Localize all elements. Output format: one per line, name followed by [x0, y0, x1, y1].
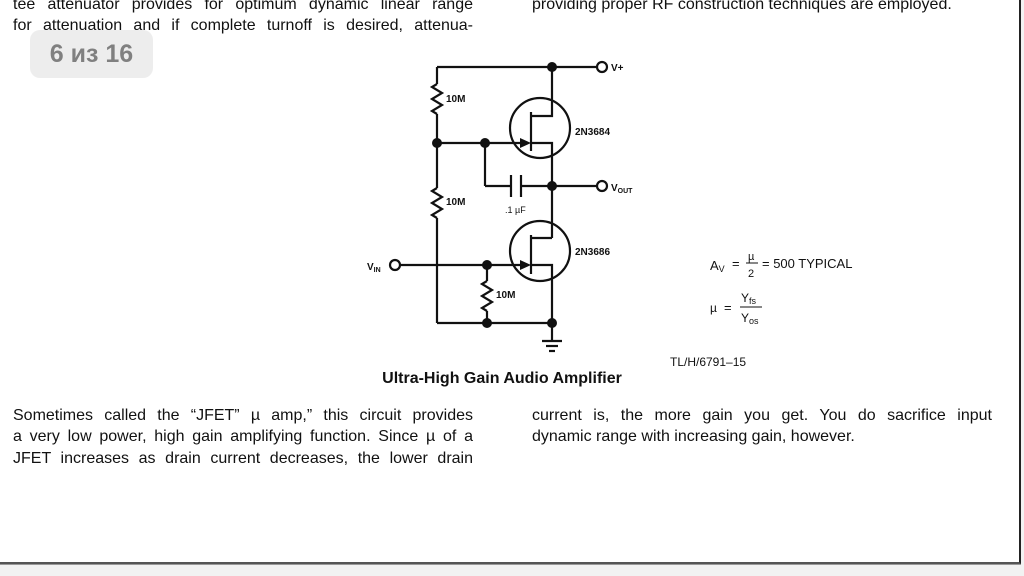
jfet-top-body: [508, 96, 572, 160]
terminal-vplus: [595, 60, 609, 74]
label-r-mid: 10M: [446, 197, 465, 208]
text-line: for attenuation and if complete turnoff …: [13, 17, 473, 34]
resistor-bottom: [479, 280, 495, 312]
label-q-bottom: 2N3686: [575, 247, 610, 258]
label-r-top: 10M: [446, 94, 465, 105]
label-vin: VIN: [367, 262, 381, 274]
label-q-top: 2N3684: [575, 127, 610, 138]
figure-caption: Ultra-High Gain Audio Amplifier: [382, 370, 622, 387]
eq-equals: =: [724, 300, 732, 315]
jfet-bottom-source: [531, 263, 554, 323]
text-line: tee attenuator provides for optimum dyna…: [13, 0, 473, 13]
junction-dot: [547, 318, 557, 328]
junction-dot: [547, 181, 557, 191]
jfet-top-gate-arrow: [520, 138, 531, 148]
gain-equations: AV = µ 2 = 500 TYPICAL µ = Yfs Yos: [710, 251, 852, 326]
page-indicator-badge: 6 из 16: [30, 30, 153, 78]
junction-dot: [482, 260, 492, 270]
text-line: a very low power, high gain amplifying f…: [13, 428, 473, 445]
label-vplus: V+: [611, 63, 624, 74]
eq-yos: Yos: [741, 311, 759, 326]
label-capacitor: .1 µF: [505, 205, 526, 215]
text-line: current is, the more gain you get. You d…: [532, 407, 992, 424]
eq-yfs: Yfs: [741, 291, 757, 306]
terminal-vout: [595, 179, 609, 193]
text-line: Sometimes called the “JFET” µ amp,” this…: [13, 407, 473, 424]
circuit-schematic: V+ VOUT VIN 10M 10M 10M .1 µF 2N3684 2N3…: [367, 60, 852, 353]
eq-equals: =: [732, 256, 740, 271]
eq-mu: µ: [748, 251, 755, 263]
text-line: JFET increases as drain current decrease…: [13, 450, 473, 467]
junction-dot: [547, 62, 557, 72]
junction-dot: [482, 318, 492, 328]
junction-dot: [480, 138, 490, 148]
jfet-bottom-body: [508, 219, 572, 283]
resistor-mid: [429, 187, 445, 219]
eq-mu-lhs: µ: [710, 301, 717, 315]
figure-id: TL/H/6791–15: [670, 355, 747, 369]
text-line: providing proper RF construction techniq…: [532, 0, 952, 13]
jfet-bottom-gate-arrow: [520, 260, 531, 270]
terminal-vin: [388, 258, 402, 272]
label-r-bottom: 10M: [496, 290, 515, 301]
eq-av: AV: [710, 258, 725, 274]
jfet-top-drain: [531, 67, 554, 118]
document-page: tee attenuator provides for optimum dyna…: [0, 0, 1021, 564]
label-vout: VOUT: [611, 183, 633, 195]
resistor-top: [429, 83, 445, 115]
text-line: dynamic range with increasing gain, howe…: [532, 428, 855, 445]
eq-two: 2: [748, 268, 754, 280]
eq-typical: = 500 TYPICAL: [762, 256, 852, 271]
jfet-top-source: [531, 141, 554, 238]
junction-dot: [432, 138, 442, 148]
